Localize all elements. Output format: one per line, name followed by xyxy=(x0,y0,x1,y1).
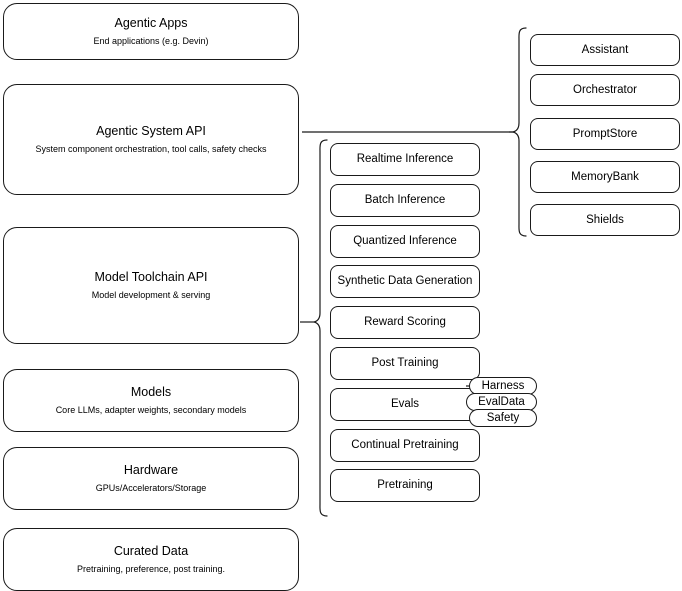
toolchain-item-continual-pretraining[interactable]: Continual Pretraining xyxy=(330,429,480,462)
chip-label: Batch Inference xyxy=(364,194,446,207)
layer-subtitle: Core LLMs, adapter weights, secondary mo… xyxy=(55,404,247,415)
pill-label: EvalData xyxy=(478,396,525,408)
chip-label: PromptStore xyxy=(572,127,638,140)
chip-label: Quantized Inference xyxy=(353,235,457,248)
toolchain-item-realtime-inference[interactable]: Realtime Inference xyxy=(330,143,480,176)
layer-agentic-system-api[interactable]: Agentic System API System component orch… xyxy=(3,84,299,195)
layer-subtitle: End applications (e.g. Devin) xyxy=(93,35,209,46)
layer-curated-data[interactable]: Curated Data Pretraining, preference, po… xyxy=(3,528,299,591)
chip-label: Orchestrator xyxy=(573,83,637,96)
evals-pill-safety[interactable]: Safety xyxy=(469,409,537,427)
layer-subtitle: System component orchestration, tool cal… xyxy=(35,143,267,154)
layer-title: Curated Data xyxy=(113,544,189,559)
layer-hardware[interactable]: Hardware GPUs/Accelerators/Storage xyxy=(3,447,299,510)
layer-subtitle: GPUs/Accelerators/Storage xyxy=(95,482,207,493)
toolchain-item-reward-scoring[interactable]: Reward Scoring xyxy=(330,306,480,339)
evals-pill-harness[interactable]: Harness xyxy=(469,377,537,395)
chip-label: Realtime Inference xyxy=(356,153,454,166)
right-brace xyxy=(512,27,527,237)
chip-label: Assistant xyxy=(581,43,629,56)
layer-subtitle: Model development & serving xyxy=(91,289,211,300)
system-item-promptstore[interactable]: PromptStore xyxy=(530,118,680,150)
layer-title: Model Toolchain API xyxy=(94,270,208,285)
layer-title: Hardware xyxy=(123,463,179,478)
system-item-memorybank[interactable]: MemoryBank xyxy=(530,161,680,193)
system-item-orchestrator[interactable]: Orchestrator xyxy=(530,74,680,106)
system-item-shields[interactable]: Shields xyxy=(530,204,680,236)
chip-label: Pretraining xyxy=(377,479,433,492)
toolchain-item-evals[interactable]: Evals xyxy=(330,388,480,421)
chip-label: Post Training xyxy=(371,357,439,370)
toolchain-item-batch-inference[interactable]: Batch Inference xyxy=(330,184,480,217)
chip-label: Reward Scoring xyxy=(364,316,446,329)
layer-agentic-apps[interactable]: Agentic Apps End applications (e.g. Devi… xyxy=(3,3,299,60)
system-item-assistant[interactable]: Assistant xyxy=(530,34,680,66)
toolchain-item-synthetic-data-generation[interactable]: Synthetic Data Generation xyxy=(330,265,480,298)
toolchain-item-pretraining[interactable]: Pretraining xyxy=(330,469,480,502)
pill-label: Harness xyxy=(481,380,525,392)
chip-label: Evals xyxy=(390,398,420,411)
chip-label: Continual Pretraining xyxy=(351,439,459,452)
chip-label: MemoryBank xyxy=(571,170,639,183)
layer-title: Agentic Apps xyxy=(114,16,188,31)
toolchain-item-post-training[interactable]: Post Training xyxy=(330,347,480,380)
layer-title: Agentic System API xyxy=(96,124,206,139)
pill-label: Safety xyxy=(486,412,520,424)
layer-title: Models xyxy=(130,385,172,400)
chip-label: Shields xyxy=(586,213,624,226)
toolchain-item-quantized-inference[interactable]: Quantized Inference xyxy=(330,225,480,258)
layer-subtitle: Pretraining, preference, post training. xyxy=(76,563,226,574)
layer-models[interactable]: Models Core LLMs, adapter weights, secon… xyxy=(3,369,299,432)
layer-model-toolchain-api[interactable]: Model Toolchain API Model development & … xyxy=(3,227,299,344)
evals-pill-evaldata[interactable]: EvalData xyxy=(466,393,537,411)
chip-label: Synthetic Data Generation xyxy=(337,275,473,288)
middle-brace xyxy=(313,139,328,517)
